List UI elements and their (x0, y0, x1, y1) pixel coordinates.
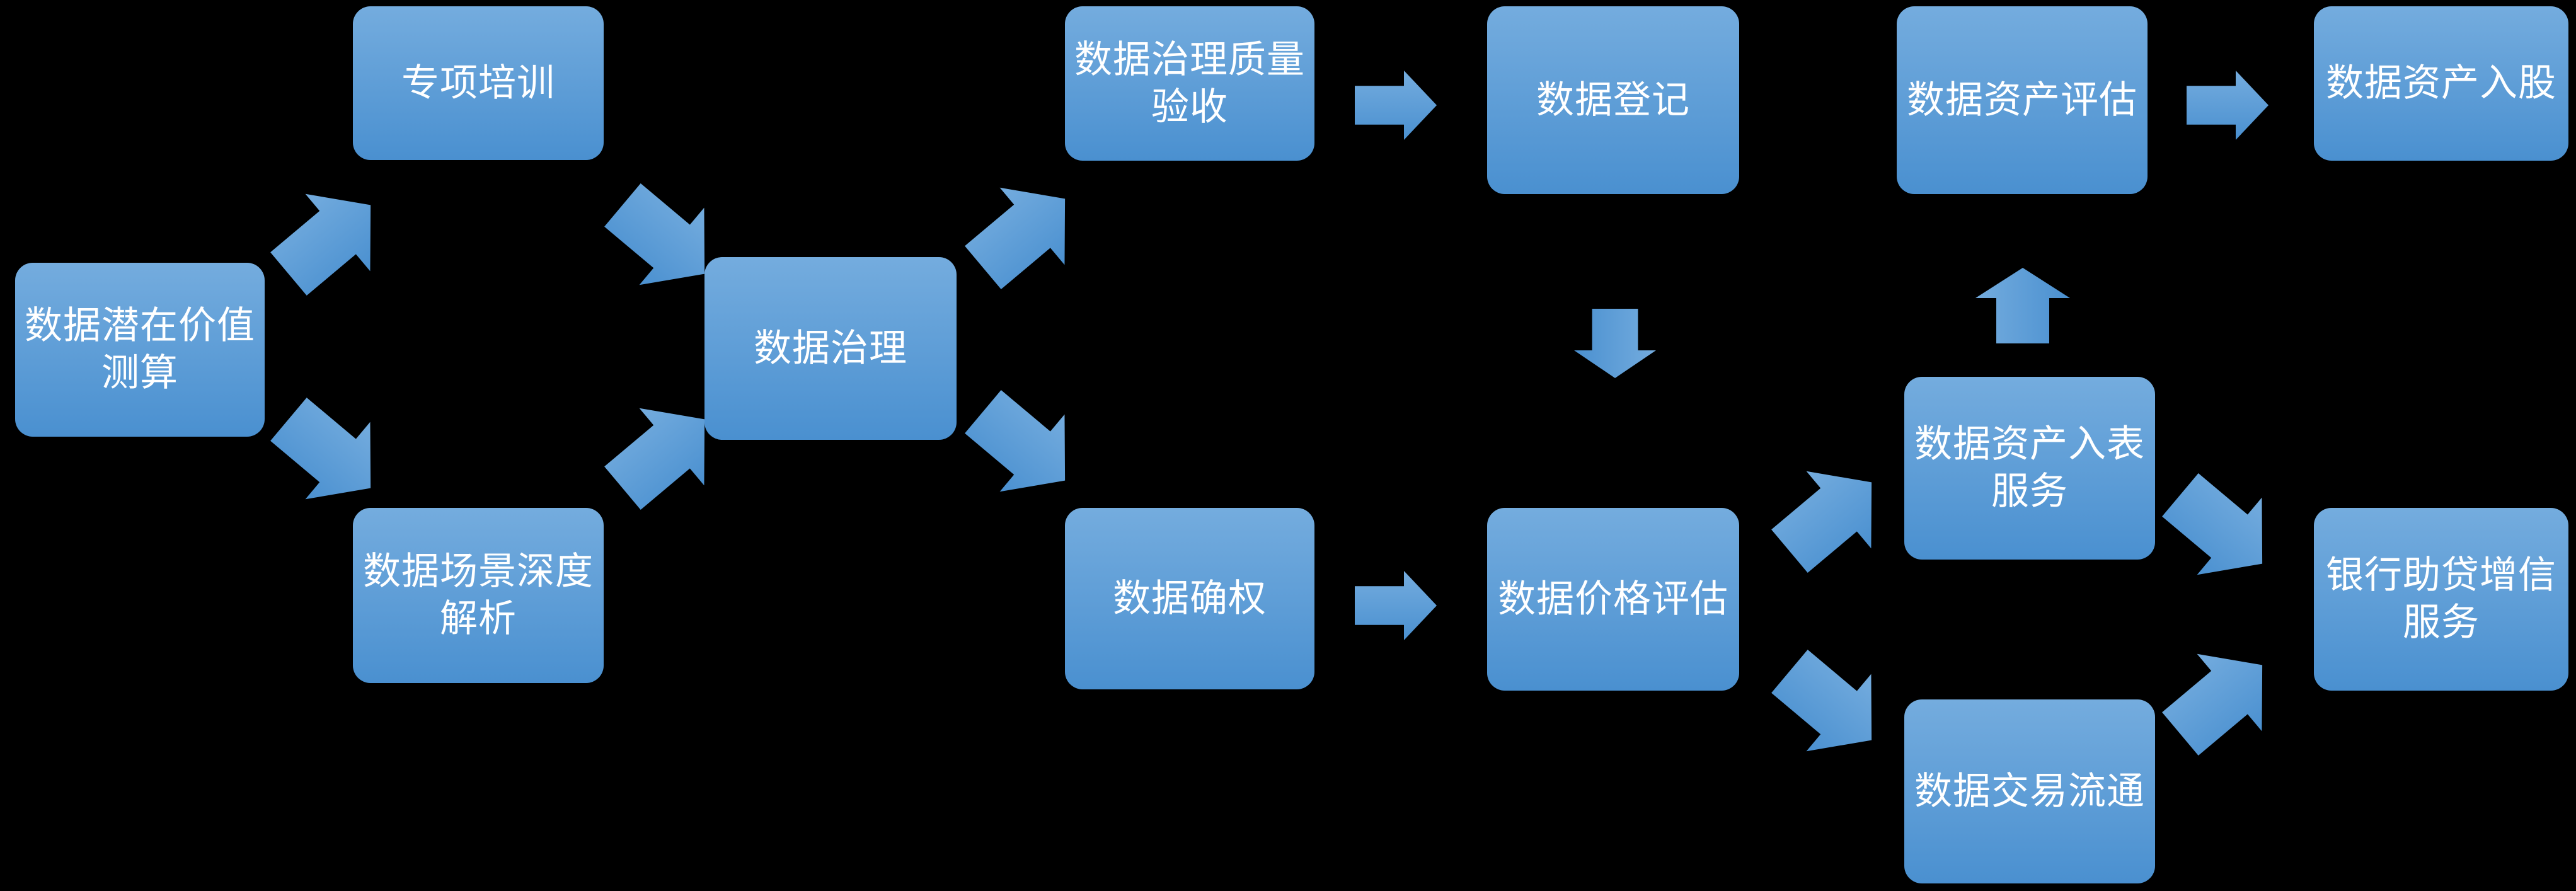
arrow-glyph-right-icon (1355, 571, 1437, 640)
flow-node-label: 数据场景深度解析 (363, 549, 594, 641)
flow-node-n11[interactable]: 数据交易流通 (1904, 699, 2155, 883)
flow-arrow-a9 (1355, 571, 1437, 640)
flow-node-label: 数据潜在价值测算 (25, 304, 255, 395)
flow-arrow-a13 (2187, 71, 2268, 140)
flow-node-n4[interactable]: 数据治理 (704, 257, 957, 440)
flow-arrow-a8 (1574, 302, 1656, 384)
flow-node-label: 银行助贷增信服务 (2326, 553, 2556, 645)
arrow-glyph-down-right-icon (965, 390, 1066, 492)
flow-arrow-a5 (965, 183, 1078, 289)
flow-node-n10[interactable]: 数据资产入表服务 (1904, 377, 2155, 560)
flow-node-label: 数据价格评估 (1498, 577, 1728, 621)
flow-node-n7[interactable]: 数据登记 (1487, 6, 1739, 194)
flow-arrow-a4 (604, 403, 717, 510)
flow-node-label: 数据治理 (754, 326, 907, 371)
arrow-glyph-up-right-icon (604, 408, 705, 510)
arrow-glyph-up-right-icon (270, 193, 371, 296)
flow-arrow-a14 (2162, 473, 2275, 580)
flow-arrow-a11 (1771, 650, 1884, 756)
flow-arrow-a12 (1975, 258, 2070, 353)
flow-arrow-a7 (1355, 71, 1437, 140)
arrow-glyph-down-right-icon (2162, 473, 2263, 575)
arrow-glyph-right-icon (1355, 71, 1437, 140)
flow-node-label: 数据登记 (1536, 78, 1690, 122)
flow-node-n2[interactable]: 专项培训 (353, 6, 604, 160)
arrow-glyph-down-icon (1574, 309, 1656, 378)
flow-node-n6[interactable]: 数据确权 (1065, 508, 1314, 689)
arrow-glyph-up-right-icon (965, 187, 1066, 289)
flow-node-label: 数据治理质量验收 (1074, 37, 1305, 129)
flow-arrow-a2 (270, 398, 383, 504)
flow-node-label: 专项培训 (401, 60, 555, 105)
flow-node-n8[interactable]: 数据价格评估 (1487, 508, 1739, 691)
flow-node-n5[interactable]: 数据治理质量验收 (1065, 6, 1314, 161)
flow-node-n9[interactable]: 数据资产评估 (1897, 6, 2148, 194)
flow-node-n13[interactable]: 银行助贷增信服务 (2314, 508, 2568, 691)
flow-arrow-a10 (1771, 466, 1884, 573)
flow-arrow-a15 (2162, 649, 2275, 756)
arrow-glyph-right-icon (2187, 71, 2268, 140)
arrow-glyph-down-right-icon (604, 183, 705, 285)
flow-node-label: 数据确权 (1113, 576, 1267, 621)
arrow-glyph-up-right-icon (2162, 653, 2263, 756)
arrow-glyph-down-right-icon (1771, 650, 1872, 752)
arrow-glyph-up-right-icon (1771, 471, 1872, 573)
flow-node-label: 数据资产评估 (1907, 78, 2137, 122)
flow-node-label: 数据资产入表服务 (1914, 422, 2145, 514)
flow-node-n12[interactable]: 数据资产入股 (2314, 6, 2568, 161)
flow-arrow-a6 (965, 390, 1078, 497)
flow-node-label: 数据交易流通 (1914, 769, 2145, 813)
arrow-glyph-down-right-icon (270, 398, 371, 500)
flow-arrow-a1 (270, 189, 383, 296)
flow-node-n3[interactable]: 数据场景深度解析 (353, 508, 604, 683)
flow-arrow-a3 (604, 183, 717, 290)
flow-node-label: 数据资产入股 (2326, 61, 2556, 105)
flow-node-n1[interactable]: 数据潜在价值测算 (15, 263, 265, 437)
arrow-glyph-up-icon (1975, 268, 2070, 343)
